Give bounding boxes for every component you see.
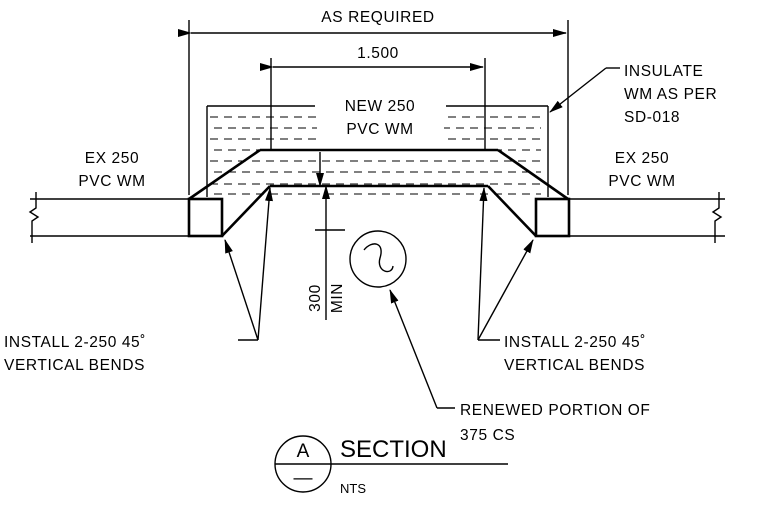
section-sub: — [294, 468, 313, 489]
install-right-label-1: INSTALL 2-250 45˚ [504, 334, 646, 351]
ex-left-label-1: EX 250 [85, 150, 139, 167]
install-left-label-1: INSTALL 2-250 45˚ [4, 334, 146, 351]
new-water-main [188, 148, 569, 237]
ex-right-label-2: PVC WM [608, 173, 675, 190]
as-required-dimension: AS REQUIRED [178, 9, 569, 195]
install-right-label-2: VERTICAL BENDS [504, 357, 645, 374]
insulate-callout: INSULATE WM AS PER SD-018 [549, 63, 717, 126]
ex-right-label-1: EX 250 [615, 150, 669, 167]
insulate-label-2: WM AS PER [624, 86, 717, 103]
min-300-label: 300 [307, 284, 324, 312]
section-title-block: A — SECTION NTS [274, 435, 508, 496]
section-letter: A [297, 441, 310, 462]
existing-water-main [28, 192, 725, 243]
install-bends-left-leaders [224, 187, 273, 341]
dimension-1500-label: 1.500 [357, 45, 399, 62]
new-wm-label-1: NEW 250 [345, 98, 416, 115]
install-left-label-2: VERTICAL BENDS [4, 357, 145, 374]
install-bends-right-leaders [477, 187, 534, 341]
renewed-label-1: RENEWED PORTION OF [460, 402, 651, 419]
renewed-label-2: 375 CS [460, 427, 515, 444]
renewed-callout [389, 289, 455, 409]
as-required-label: AS REQUIRED [321, 9, 434, 26]
insulate-label-1: INSULATE [624, 63, 703, 80]
section-scale: NTS [340, 481, 366, 496]
min-300-dimension: 300 MIN [307, 185, 346, 320]
ex-left-label-2: PVC WM [78, 173, 145, 190]
new-wm-label-2: PVC WM [346, 121, 413, 138]
insulate-label-3: SD-018 [624, 109, 680, 126]
dimension-1500: 1.500 [260, 45, 486, 150]
section-title: SECTION [340, 436, 447, 463]
sewer-pipe [349, 230, 407, 288]
min-300-min-label: MIN [329, 283, 346, 313]
